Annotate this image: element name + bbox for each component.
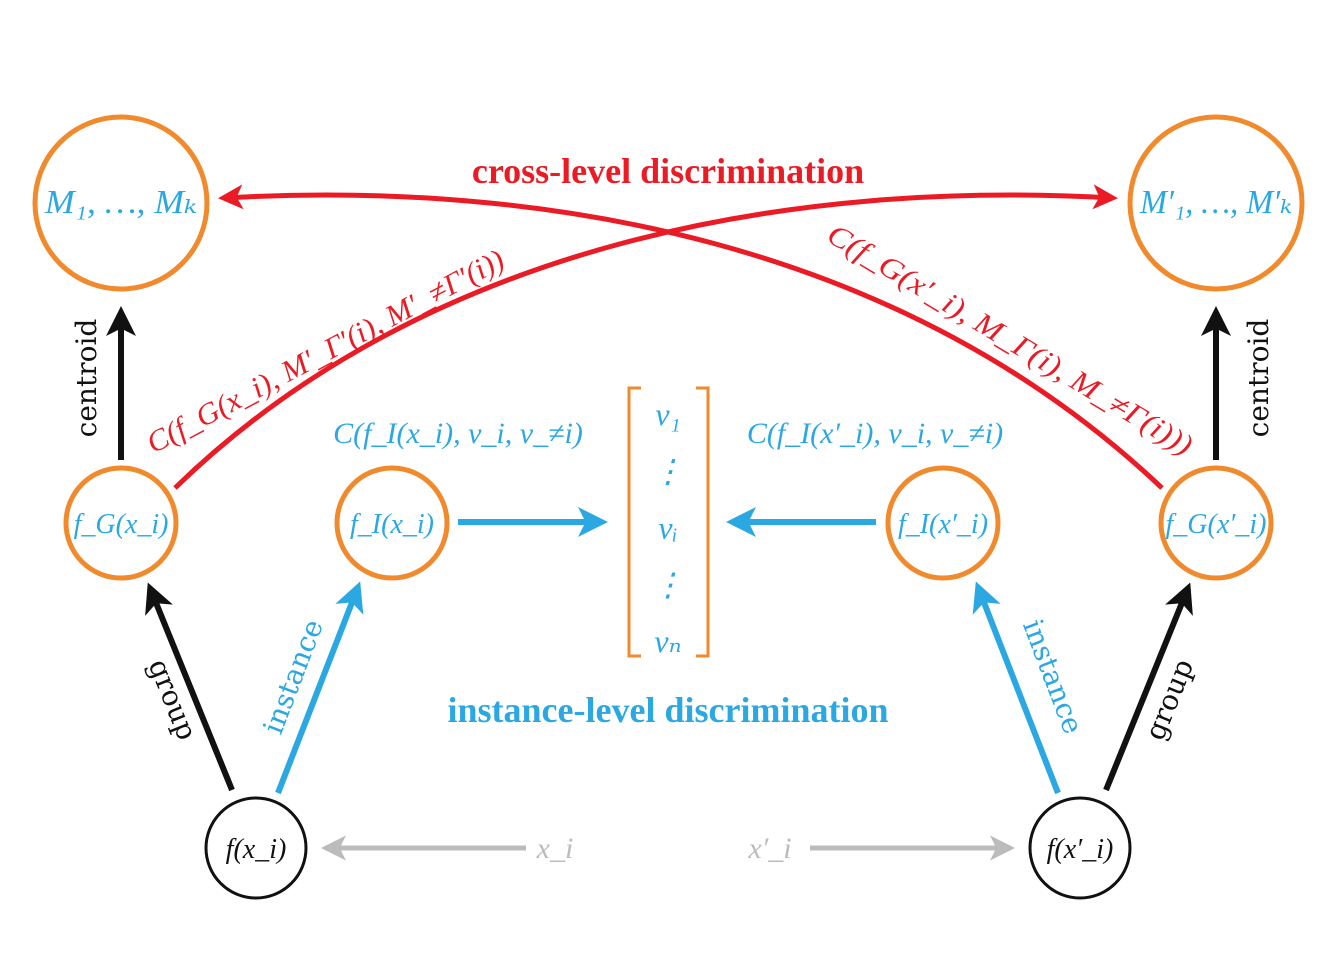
instance-label-left: instance xyxy=(256,615,330,738)
memory-bank-entry: vᵢ xyxy=(658,510,677,546)
fg-label-left: f_G(x_i) xyxy=(74,509,169,540)
memory-bank-entry: ⋮ xyxy=(652,566,684,602)
memory-bank-entry: vₙ xyxy=(654,623,681,659)
group-label-right: group xyxy=(1138,654,1200,744)
instance-formula-right: C(f_I(x′_i), v_i, v_≠i) xyxy=(747,417,1003,450)
group-arrow-left xyxy=(145,582,235,792)
memory-label-right: M′₁, …, M′ₖ xyxy=(1139,184,1292,221)
memory-bank-vector: v₁ ⋮ vᵢ ⋮ vₙ xyxy=(652,396,684,659)
input-label-left: x_i xyxy=(536,832,574,865)
f-circle-left xyxy=(204,796,308,900)
memory-bank-bracket-right xyxy=(696,386,710,658)
memory-bank-entry: ⋮ xyxy=(652,453,684,489)
instance-formula-left: C(f_I(x_i), v_i, v_≠i) xyxy=(333,417,583,450)
fg-circle-left xyxy=(63,465,179,581)
fi-label-left: f_I(x_i) xyxy=(350,509,434,540)
fi-circle-left xyxy=(334,465,450,581)
memory-label-left: M₁, …, Mₖ xyxy=(44,184,197,221)
memory-circle-right xyxy=(1127,114,1305,292)
memory-circle-left xyxy=(32,114,210,292)
input-label-right: x′_i xyxy=(747,832,791,865)
fi-label-right: f_I(x′_i) xyxy=(898,509,988,540)
f-label-left: f(x_i) xyxy=(226,834,287,865)
f-circle-right xyxy=(1028,796,1132,900)
fg-label-right: f_G(x′_i) xyxy=(1166,509,1267,540)
cross-arrow-left-to-right-memory xyxy=(173,184,1118,490)
instance-arrow-left xyxy=(275,581,364,795)
centroid-label-right: centroid xyxy=(1242,319,1275,438)
fg-circle-right xyxy=(1158,465,1274,581)
f-label-right: f(x′_i) xyxy=(1047,834,1114,865)
cross-arrow-right-to-left-memory xyxy=(218,184,1164,490)
cross-level-title: cross-level discrimination xyxy=(472,151,864,191)
instance-arrow-right xyxy=(972,581,1061,795)
group-arrow-right xyxy=(1103,582,1193,792)
fi-circle-right xyxy=(885,465,1001,581)
instance-level-title: instance-level discrimination xyxy=(448,690,889,730)
memory-bank-entry: v₁ xyxy=(655,396,680,432)
centroid-label-left: centroid xyxy=(70,319,103,438)
memory-bank-bracket-left xyxy=(627,386,641,658)
